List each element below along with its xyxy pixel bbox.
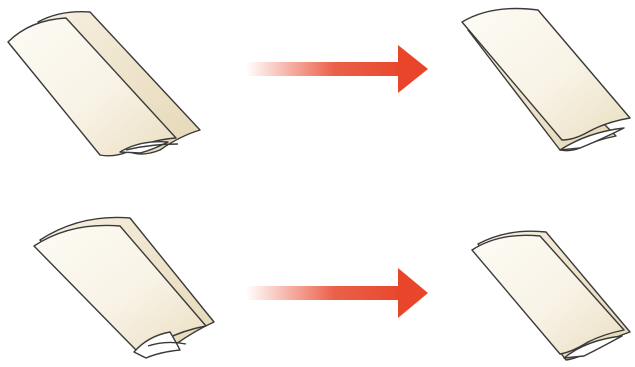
row1-right-arrow-icon xyxy=(246,45,428,93)
row2-before-paper-icon xyxy=(34,217,214,358)
row1-before-paper-icon xyxy=(8,12,200,156)
row2-right-arrow-icon xyxy=(246,268,428,318)
row2-after-paper-icon xyxy=(472,231,630,360)
row1-after-paper-icon xyxy=(462,9,630,151)
